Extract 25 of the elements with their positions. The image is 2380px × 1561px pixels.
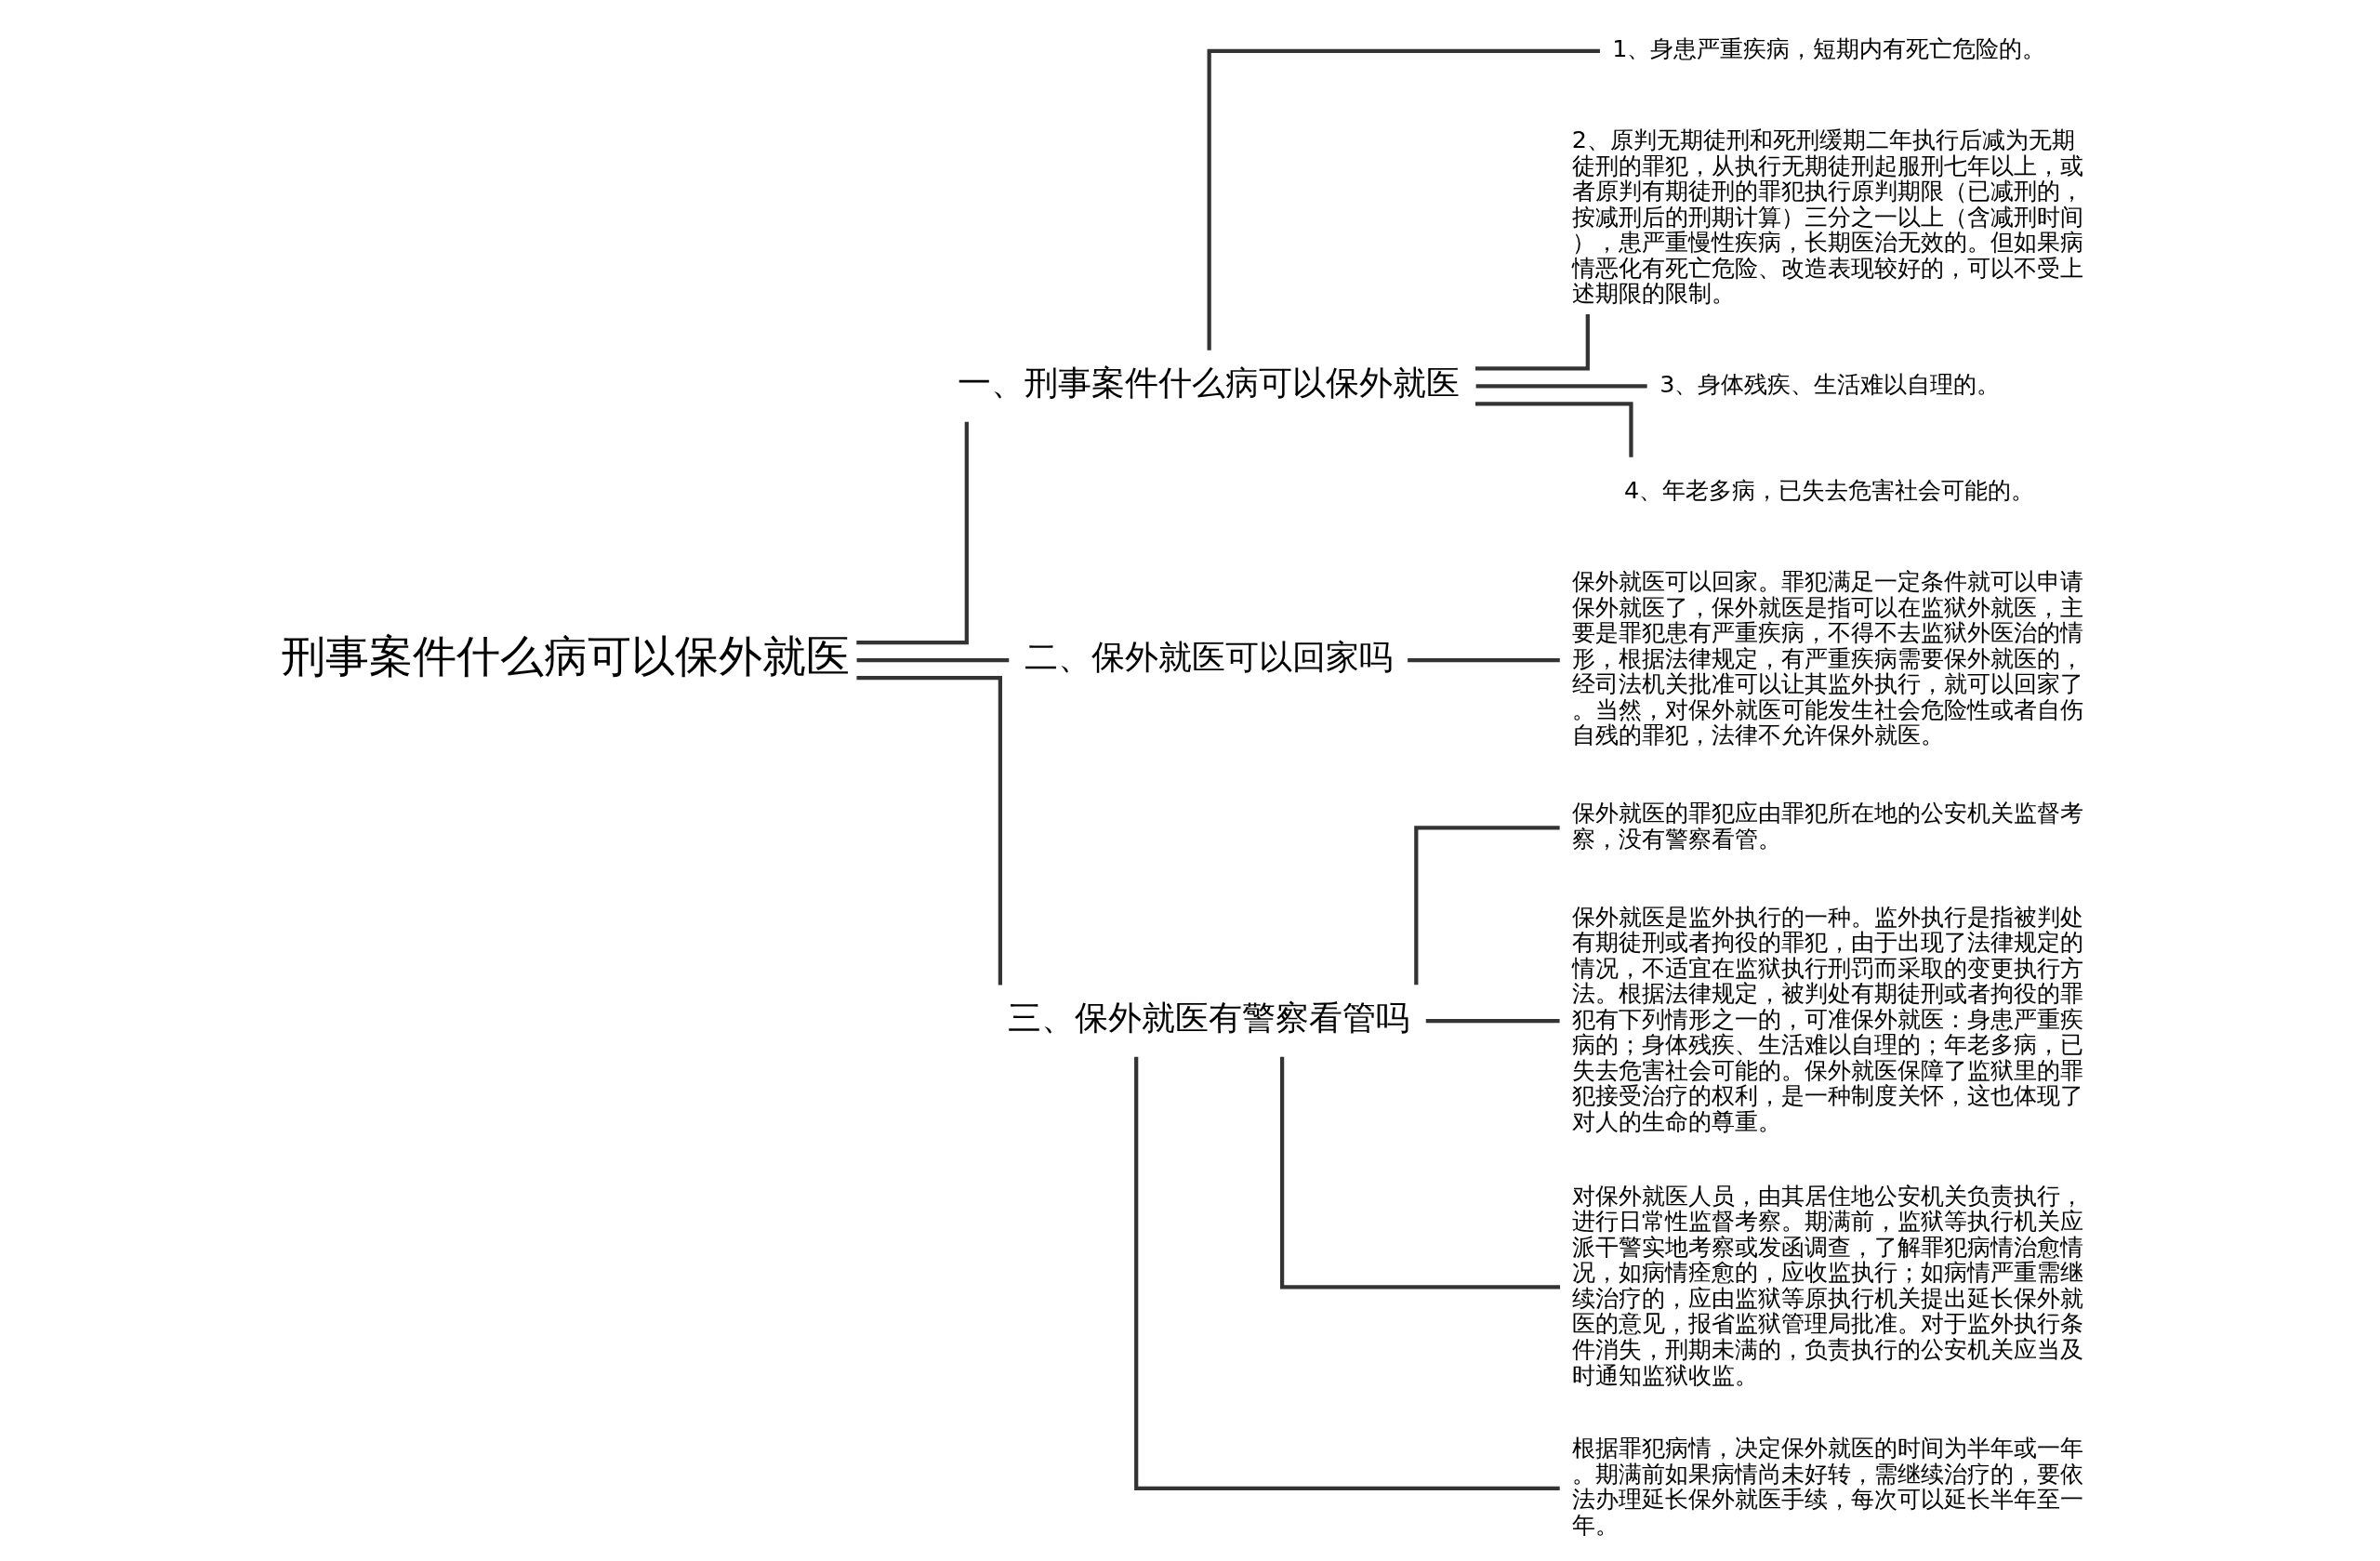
connector	[1475, 384, 1647, 389]
node-text: 刑事案件什么病可以保外就医	[281, 631, 850, 682]
connector	[1207, 48, 1600, 351]
connector	[855, 676, 1002, 986]
node-text: 根据罪犯病情，决定保外就医的时间为半年或一年。期满前如果病情尚未好转，需继续治疗的，要依法办理延长保外就医手续，每次可以延长半年至一年。	[1571, 1434, 2083, 1539]
node-text: 保外就医可以回家。罪犯满足一定条件就可以申请保外就医了，保外就医是指可以在监狱外就医，主要是罪犯患有严重疾病，不得不去监狱外医治的情形，根据法律规定，有严重疾病需要保外就医的，经司法机关批准可以让其监外执行，就可以回家了。当然，对保外就医可能发生社会危险性或者自伤自残的罪犯，法律不允许保外就医。	[1571, 567, 2083, 749]
node-text: 3、身体残疾、生活难以自理的。	[1659, 369, 2000, 398]
node-text: 4、年老多病，已失去危害社会可能的。	[1623, 476, 2034, 505]
node-text: 2、原判无期徒刑和死刑缓期二年执行后减为无期徒刑的罪犯，从执行无期徒刑起服刑七年以上，或者原判有期徒刑的罪犯执行原判期限（已减刑的，按减刑后的刑期计算）三分之一以上（含减刑时间），患严重慢性疾病，长期医治无效的。但如果病情恶化有死亡危险、改造表现较好的，可以不受上述期限的限制。	[1571, 126, 2083, 308]
connector	[1413, 826, 1560, 986]
node-text: 三、保外就医有警察看管吗	[1007, 998, 1409, 1038]
connector	[855, 421, 969, 645]
node-text: 保外就医是监外执行的一种。监外执行是指被判处有期徒刑或者拘役的罪犯，由于出现了法律规定的情况，不适宜在监狱执行刑罚而采取的变更执行方法。根据法律规定，被判处有期徒刑或者拘役的罪犯有下列情形之一的，可准保外就医：身患严重疾病的；身体残疾、生活难以自理的；年老多病，已失去危害社会可能的。保外就医保障了监狱里的罪犯接受治疗的权利，是一种制度关怀，这也体现了对人的生命的尊重。	[1571, 902, 2083, 1136]
connector	[1279, 1056, 1560, 1290]
node-text: 保外就医的罪犯应由罪犯所在地的公安机关监督考察，没有警察看管。	[1571, 799, 2083, 853]
connector	[1474, 314, 1590, 371]
node-text: 对保外就医人员，由其居住地公安机关负责执行，进行日常性监督考察。期满前，监狱等执行机关应派干警实地考察或发函调查，了解罪犯病情治愈情况，如病情痊愈的，应收监执行；如病情严重需继续治疗的，应由监狱等原执行机关提出延长保外就医的意见，报省监狱管理局批准。对于监外执行条件消失，刑期未满的，负责执行的公安机关应当及时通知监狱收监。	[1571, 1181, 2083, 1389]
node-text: 1、身患严重疾病，短期内有死亡危险的。	[1611, 34, 2045, 63]
connector	[856, 658, 1009, 663]
connector	[1407, 658, 1560, 663]
node-text: 一、刑事案件什么病可以保外就医	[957, 364, 1460, 403]
connector	[1474, 402, 1633, 457]
connector	[1133, 1056, 1560, 1490]
connector	[1425, 1019, 1560, 1024]
node-text: 二、保外就医可以回家吗	[1024, 637, 1393, 677]
